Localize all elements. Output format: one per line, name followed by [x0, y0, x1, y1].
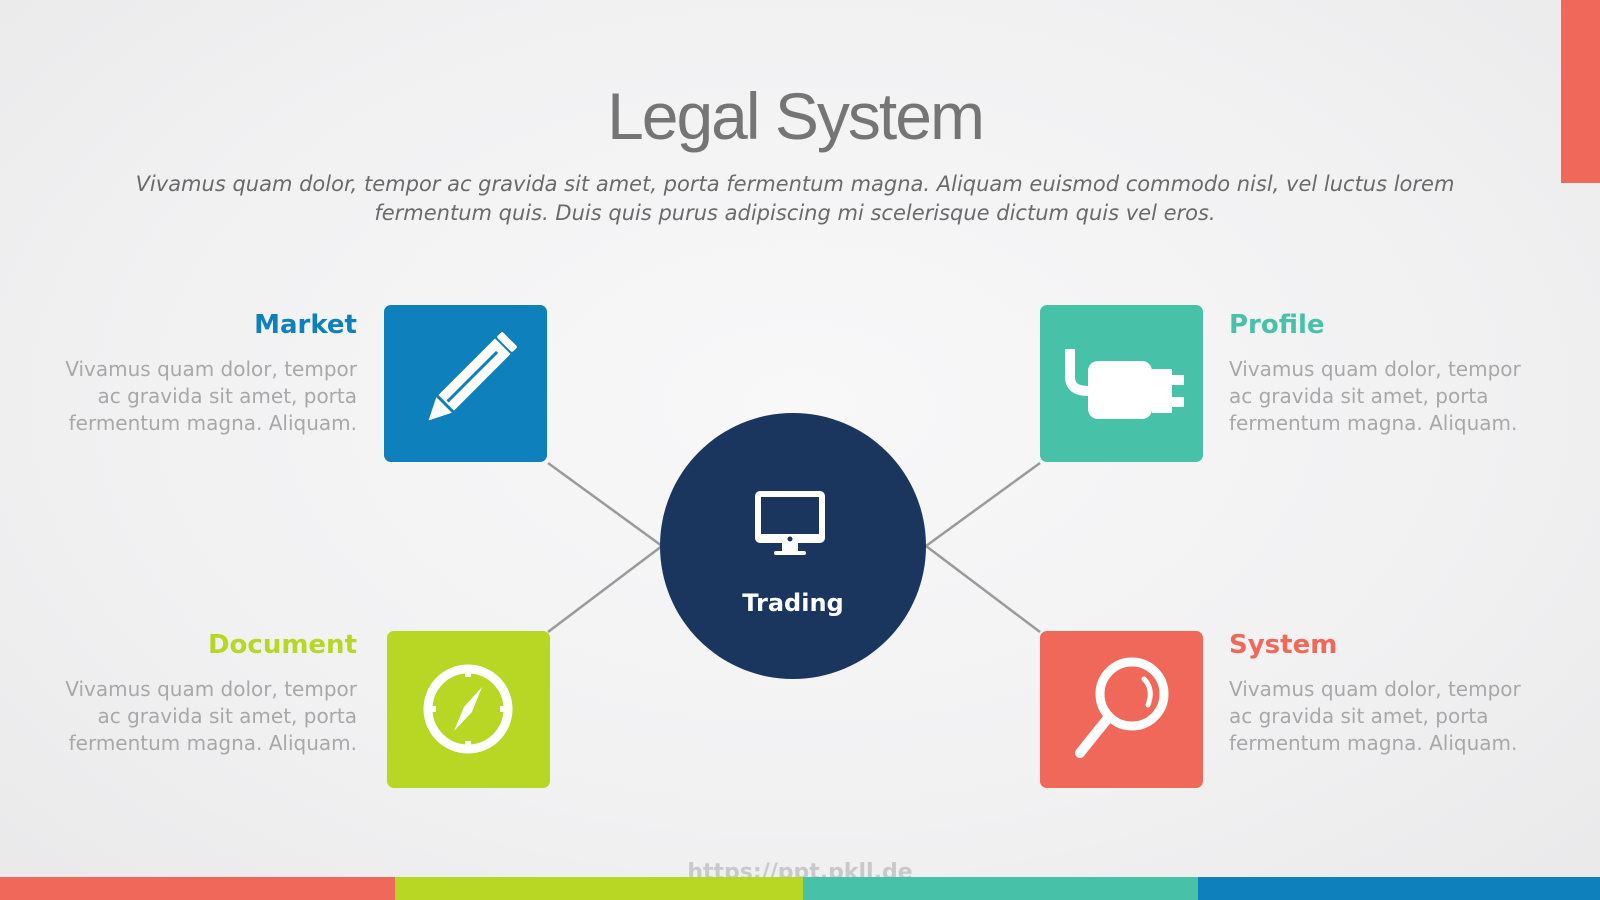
page-title: Legal System [607, 79, 985, 153]
tile-document[interactable] [387, 631, 550, 788]
node-title-document: Document [207, 630, 357, 660]
magnifier-icon [1075, 657, 1169, 758]
hub-label: Trading [742, 589, 844, 617]
connector-document [547, 545, 663, 633]
node-title-profile: Profile [1229, 310, 1325, 340]
connector-system [925, 545, 1041, 633]
bottom-bar-teal [803, 877, 1198, 900]
node-text-market: Vivamus quam dolor, tempor ac gravida si… [65, 357, 357, 435]
tile-market[interactable] [384, 305, 547, 462]
node-title-market: Market [254, 310, 357, 340]
node-text-system: Vivamus quam dolor, tempor ac gravida si… [1229, 677, 1521, 755]
monitor-icon [755, 491, 825, 555]
node-text-document: Vivamus quam dolor, tempor ac gravida si… [65, 677, 357, 755]
tile-system[interactable] [1040, 631, 1203, 788]
node-title-system: System [1229, 630, 1338, 660]
page-subtitle: Vivamus quam dolor, tempor ac gravida si… [135, 172, 1455, 225]
bottom-bar-blue [1198, 877, 1600, 900]
hub-circle[interactable]: Trading [660, 413, 926, 679]
connector-profile [925, 461, 1041, 548]
bottom-bar-green [395, 877, 803, 900]
pencil-icon [428, 332, 517, 421]
tile-profile[interactable] [1040, 305, 1203, 462]
bottom-bar-red [0, 877, 395, 900]
connector-market [547, 461, 663, 548]
plug-icon [1065, 349, 1186, 419]
corner-accent-bar [1561, 0, 1600, 183]
node-text-profile: Vivamus quam dolor, tempor ac gravida si… [1229, 357, 1521, 435]
compass-icon [423, 664, 513, 754]
